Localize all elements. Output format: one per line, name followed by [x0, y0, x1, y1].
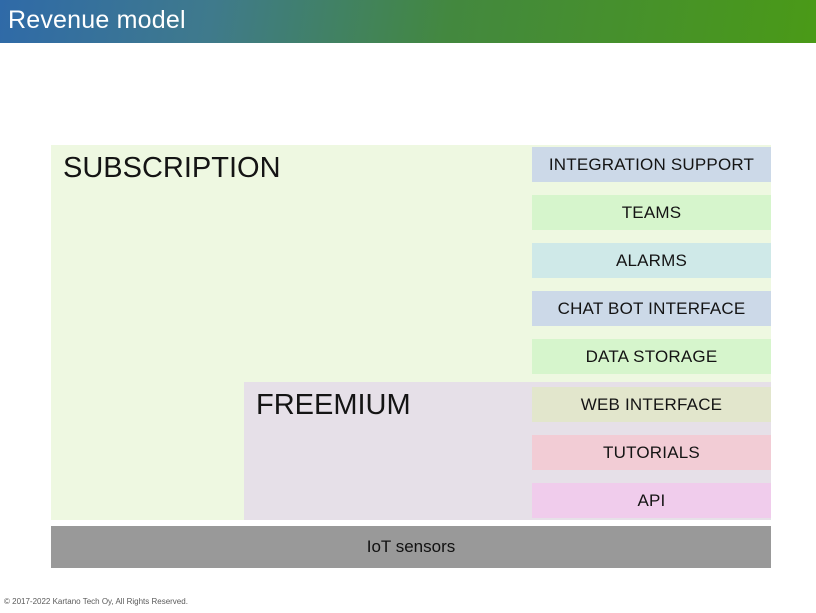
feature-box-teams[interactable]: TEAMS [532, 195, 771, 230]
tier-subscription-label: SUBSCRIPTION [63, 152, 281, 184]
feature-box-data-storage[interactable]: DATA STORAGE [532, 339, 771, 374]
feature-box-tutorials[interactable]: TUTORIALS [532, 435, 771, 470]
feature-stack: INTEGRATION SUPPORT TEAMS ALARMS CHAT BO… [532, 147, 771, 518]
feature-box-alarms[interactable]: ALARMS [532, 243, 771, 278]
tier-freemium-label: FREEMIUM [256, 389, 411, 421]
footer-copyright: © 2017-2022 Kartano Tech Oy, All Rights … [4, 597, 188, 606]
feature-box-api[interactable]: API [532, 483, 771, 518]
feature-box-web-interface[interactable]: WEB INTERFACE [532, 387, 771, 422]
revenue-model-diagram: SUBSCRIPTION FREEMIUM INTEGRATION SUPPOR… [0, 43, 816, 592]
foundation-bar-iot-sensors[interactable]: IoT sensors [51, 526, 771, 568]
feature-box-chat-bot-interface[interactable]: CHAT BOT INTERFACE [532, 291, 771, 326]
feature-box-integration-support[interactable]: INTEGRATION SUPPORT [532, 147, 771, 182]
page-title: Revenue model [8, 6, 186, 34]
slide-header: Revenue model [0, 0, 816, 43]
